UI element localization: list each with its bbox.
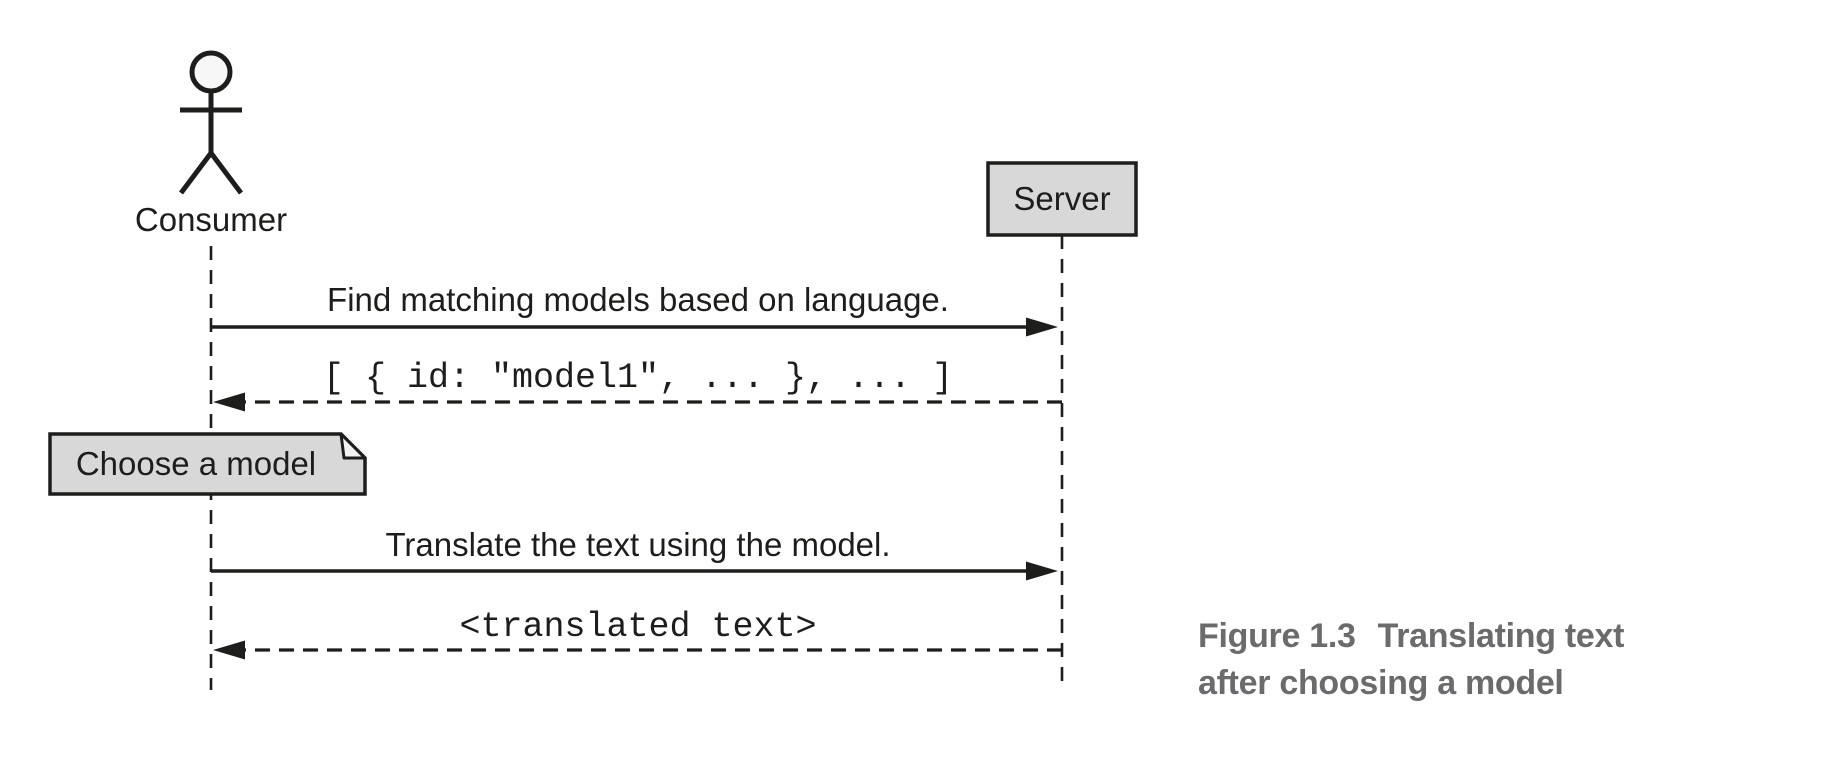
arrowhead-right-icon xyxy=(1026,317,1058,337)
caption-title-line1: Translating text xyxy=(1377,617,1625,655)
message-arrow-translate xyxy=(211,561,1058,581)
figure-caption: Figure 1.3 Translating text after choosin… xyxy=(1198,613,1758,707)
figure-number: Figure 1.3 xyxy=(1198,617,1356,655)
server-box xyxy=(986,161,1138,237)
actor-leg-right xyxy=(209,151,243,195)
message-label-translated-text: <translated text> xyxy=(459,607,817,647)
message-arrow-find-models xyxy=(211,317,1058,337)
arrowhead-left-icon xyxy=(213,392,245,412)
server-label: Server xyxy=(1013,180,1111,217)
caption-line-1: Figure 1.3 Translating text xyxy=(1198,613,1758,660)
note-label: Choose a model xyxy=(75,445,317,482)
arrowhead-right-icon xyxy=(1026,561,1058,581)
actor-label: Consumer xyxy=(134,201,288,238)
message-label-find-models: Find matching models based on language. xyxy=(327,281,949,318)
message-arrow-translated-text xyxy=(213,640,1062,660)
arrowhead-left-icon xyxy=(213,640,245,660)
actor-head xyxy=(189,50,233,94)
note-fold-icon xyxy=(339,432,367,460)
caption-title-line2: after choosing a model xyxy=(1198,664,1564,702)
message-arrow-model-list xyxy=(213,392,1062,412)
message-label-translate: Translate the text using the model. xyxy=(385,526,891,563)
message-label-model-list: [ { id: "model1", ... }, ... ] xyxy=(322,358,954,398)
note-box xyxy=(48,432,367,496)
actor-icon xyxy=(179,50,243,195)
note-shape xyxy=(48,432,367,496)
actor-leg-left xyxy=(179,151,213,195)
